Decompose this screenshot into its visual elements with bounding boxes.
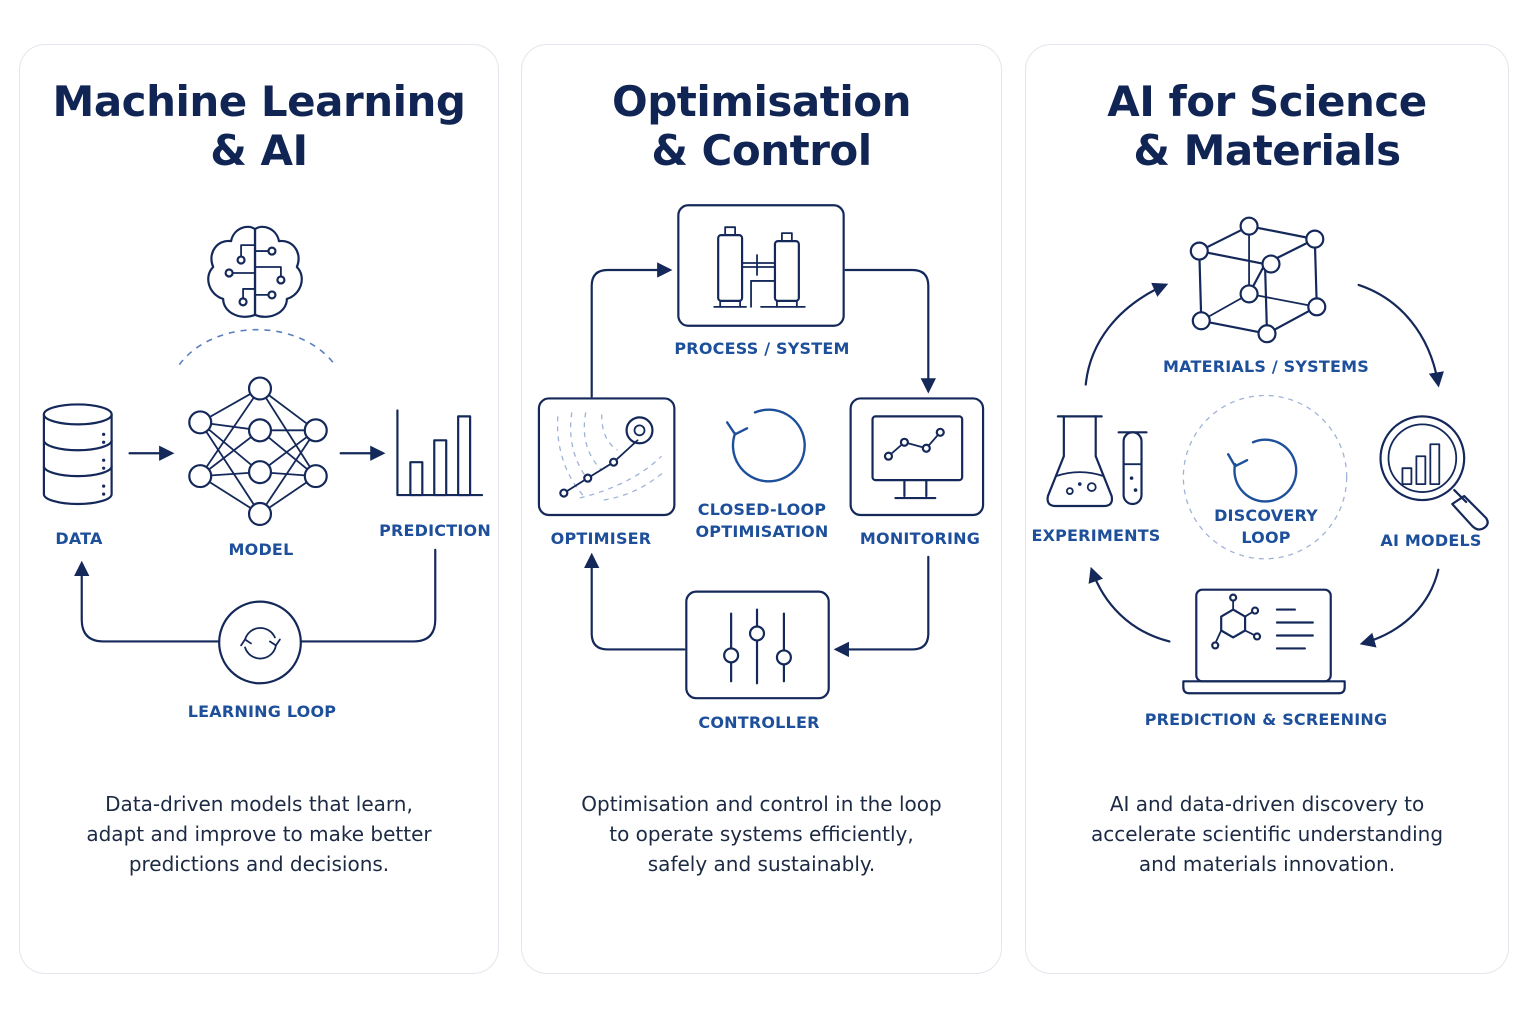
panel-machine-learning: Machine Learning & AI [19,44,499,974]
label-optimiser: OPTIMISER [550,529,652,548]
label-controller: CONTROLLER [698,713,820,732]
ai-diagram [1046,216,1489,695]
laptop-molecule-icon [1182,588,1346,695]
label-closed-loop: CLOSED-LOOP OPTIMISATION [695,500,829,541]
panel-ai-science-materials: AI for Science & Materials [1025,44,1509,974]
lab-flask-icon [1046,415,1148,508]
panel-optimisation-control: Optimisation & Control [521,44,1002,974]
panel-title: Machine Learning & AI [20,77,498,175]
label-learning-loop: LEARNING LOOP [187,702,337,721]
panel-title: AI for Science & Materials [1026,77,1508,175]
label-monitoring: MONITORING [859,529,981,548]
opt-diagram [537,204,985,700]
sliders-icon [685,590,830,700]
optimiser-landscape-icon [537,397,676,517]
database-icon [42,403,113,506]
refresh-icon [218,600,302,685]
title-line-1: Machine Learning [52,77,466,126]
title-line-2: & AI [210,126,308,175]
cycle-icon [1226,438,1298,503]
magnifier-chart-icon [1379,415,1489,531]
label-ai-models: AI MODELS [1380,531,1482,550]
title-line-1: Optimisation [612,77,911,126]
title-line-2: & Control [651,126,872,175]
ml-diagram [42,225,484,685]
neural-network-icon [188,376,328,527]
label-materials-systems: MATERIALS / SYSTEMS [1163,357,1369,376]
crystal-lattice-icon [1189,216,1327,344]
label-model: MODEL [228,540,294,559]
title-line-1: AI for Science [1107,77,1427,126]
monitor-chart-icon [849,397,985,517]
label-process-system: PROCESS / SYSTEM [674,339,850,358]
panel-description: AI and data-driven discovery to accelera… [1090,792,1444,876]
label-prediction-screening: PREDICTION & SCREENING [1144,710,1388,729]
bar-chart-icon [396,409,484,497]
title-line-2: & Materials [1133,126,1401,175]
label-experiments: EXPERIMENTS [1031,526,1161,545]
process-tanks-icon [677,204,845,327]
panel-title: Optimisation & Control [522,77,1001,175]
brain-icon [207,225,303,318]
label-data: DATA [55,529,103,548]
label-prediction: PREDICTION [379,521,491,540]
panel-description: Data-driven models that learn, adapt and… [86,792,432,876]
cycle-icon [725,408,806,483]
label-discovery-loop: DISCOVERY LOOP [1214,506,1318,547]
panel-description: Optimisation and control in the loop to … [581,792,942,876]
